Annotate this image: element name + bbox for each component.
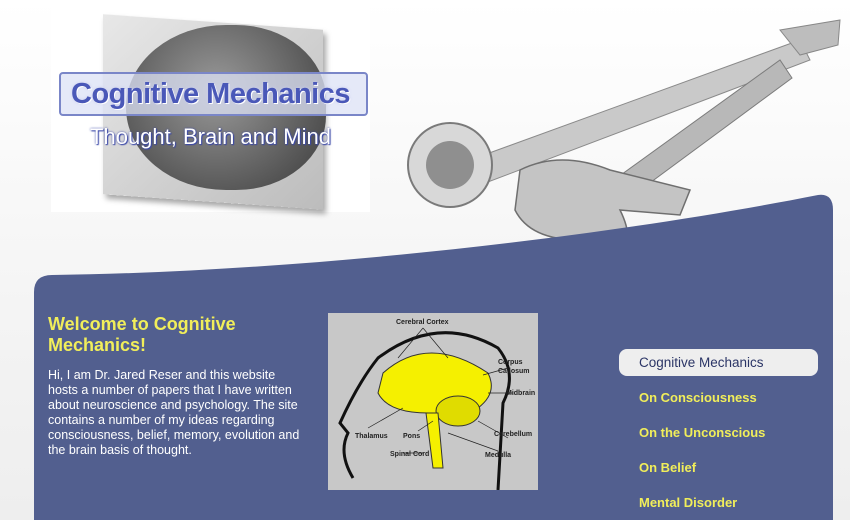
nav-item-mental-disorder[interactable]: Mental Disorder xyxy=(639,495,738,510)
logo-title: Cognitive Mechanics xyxy=(71,78,350,110)
label-pons: Pons xyxy=(403,433,421,440)
label-corpus: Corpus xyxy=(498,359,523,366)
label-cerebral-cortex: Cerebral Cortex xyxy=(396,319,449,326)
label-spinal-cord: Spinal Cord xyxy=(390,451,430,458)
wrench-image xyxy=(407,19,841,271)
main-nav: Cognitive Mechanics On Consciousness On … xyxy=(619,349,818,524)
nav-item-on-belief[interactable]: On Belief xyxy=(639,460,697,475)
nav-item-cognitive-mechanics[interactable]: Cognitive Mechanics xyxy=(619,349,818,376)
label-midbrain: Midbrain xyxy=(506,390,536,397)
nav-item-on-the-unconscious[interactable]: On the Unconscious xyxy=(639,425,766,440)
logo-subtitle: Thought, Brain and Mind xyxy=(90,124,331,149)
site-logo[interactable]: Cognitive Mechanics Thought, Brain and M… xyxy=(51,0,370,212)
welcome-text: Hi, I am Dr. Jared Reser and this websit… xyxy=(48,368,300,457)
label-cerebellum: Cerebellum xyxy=(494,431,533,438)
brain-diagram: Cerebral Cortex Corpus Callosum Midbrain… xyxy=(328,313,538,490)
label-callosum: Callosum xyxy=(498,368,530,375)
label-thalamus: Thalamus xyxy=(355,433,388,440)
nav-item-on-consciousness[interactable]: On Consciousness xyxy=(639,390,757,405)
label-medulla: Medulla xyxy=(485,452,512,459)
welcome-heading: Welcome to Cognitive Mechanics! xyxy=(48,314,236,355)
